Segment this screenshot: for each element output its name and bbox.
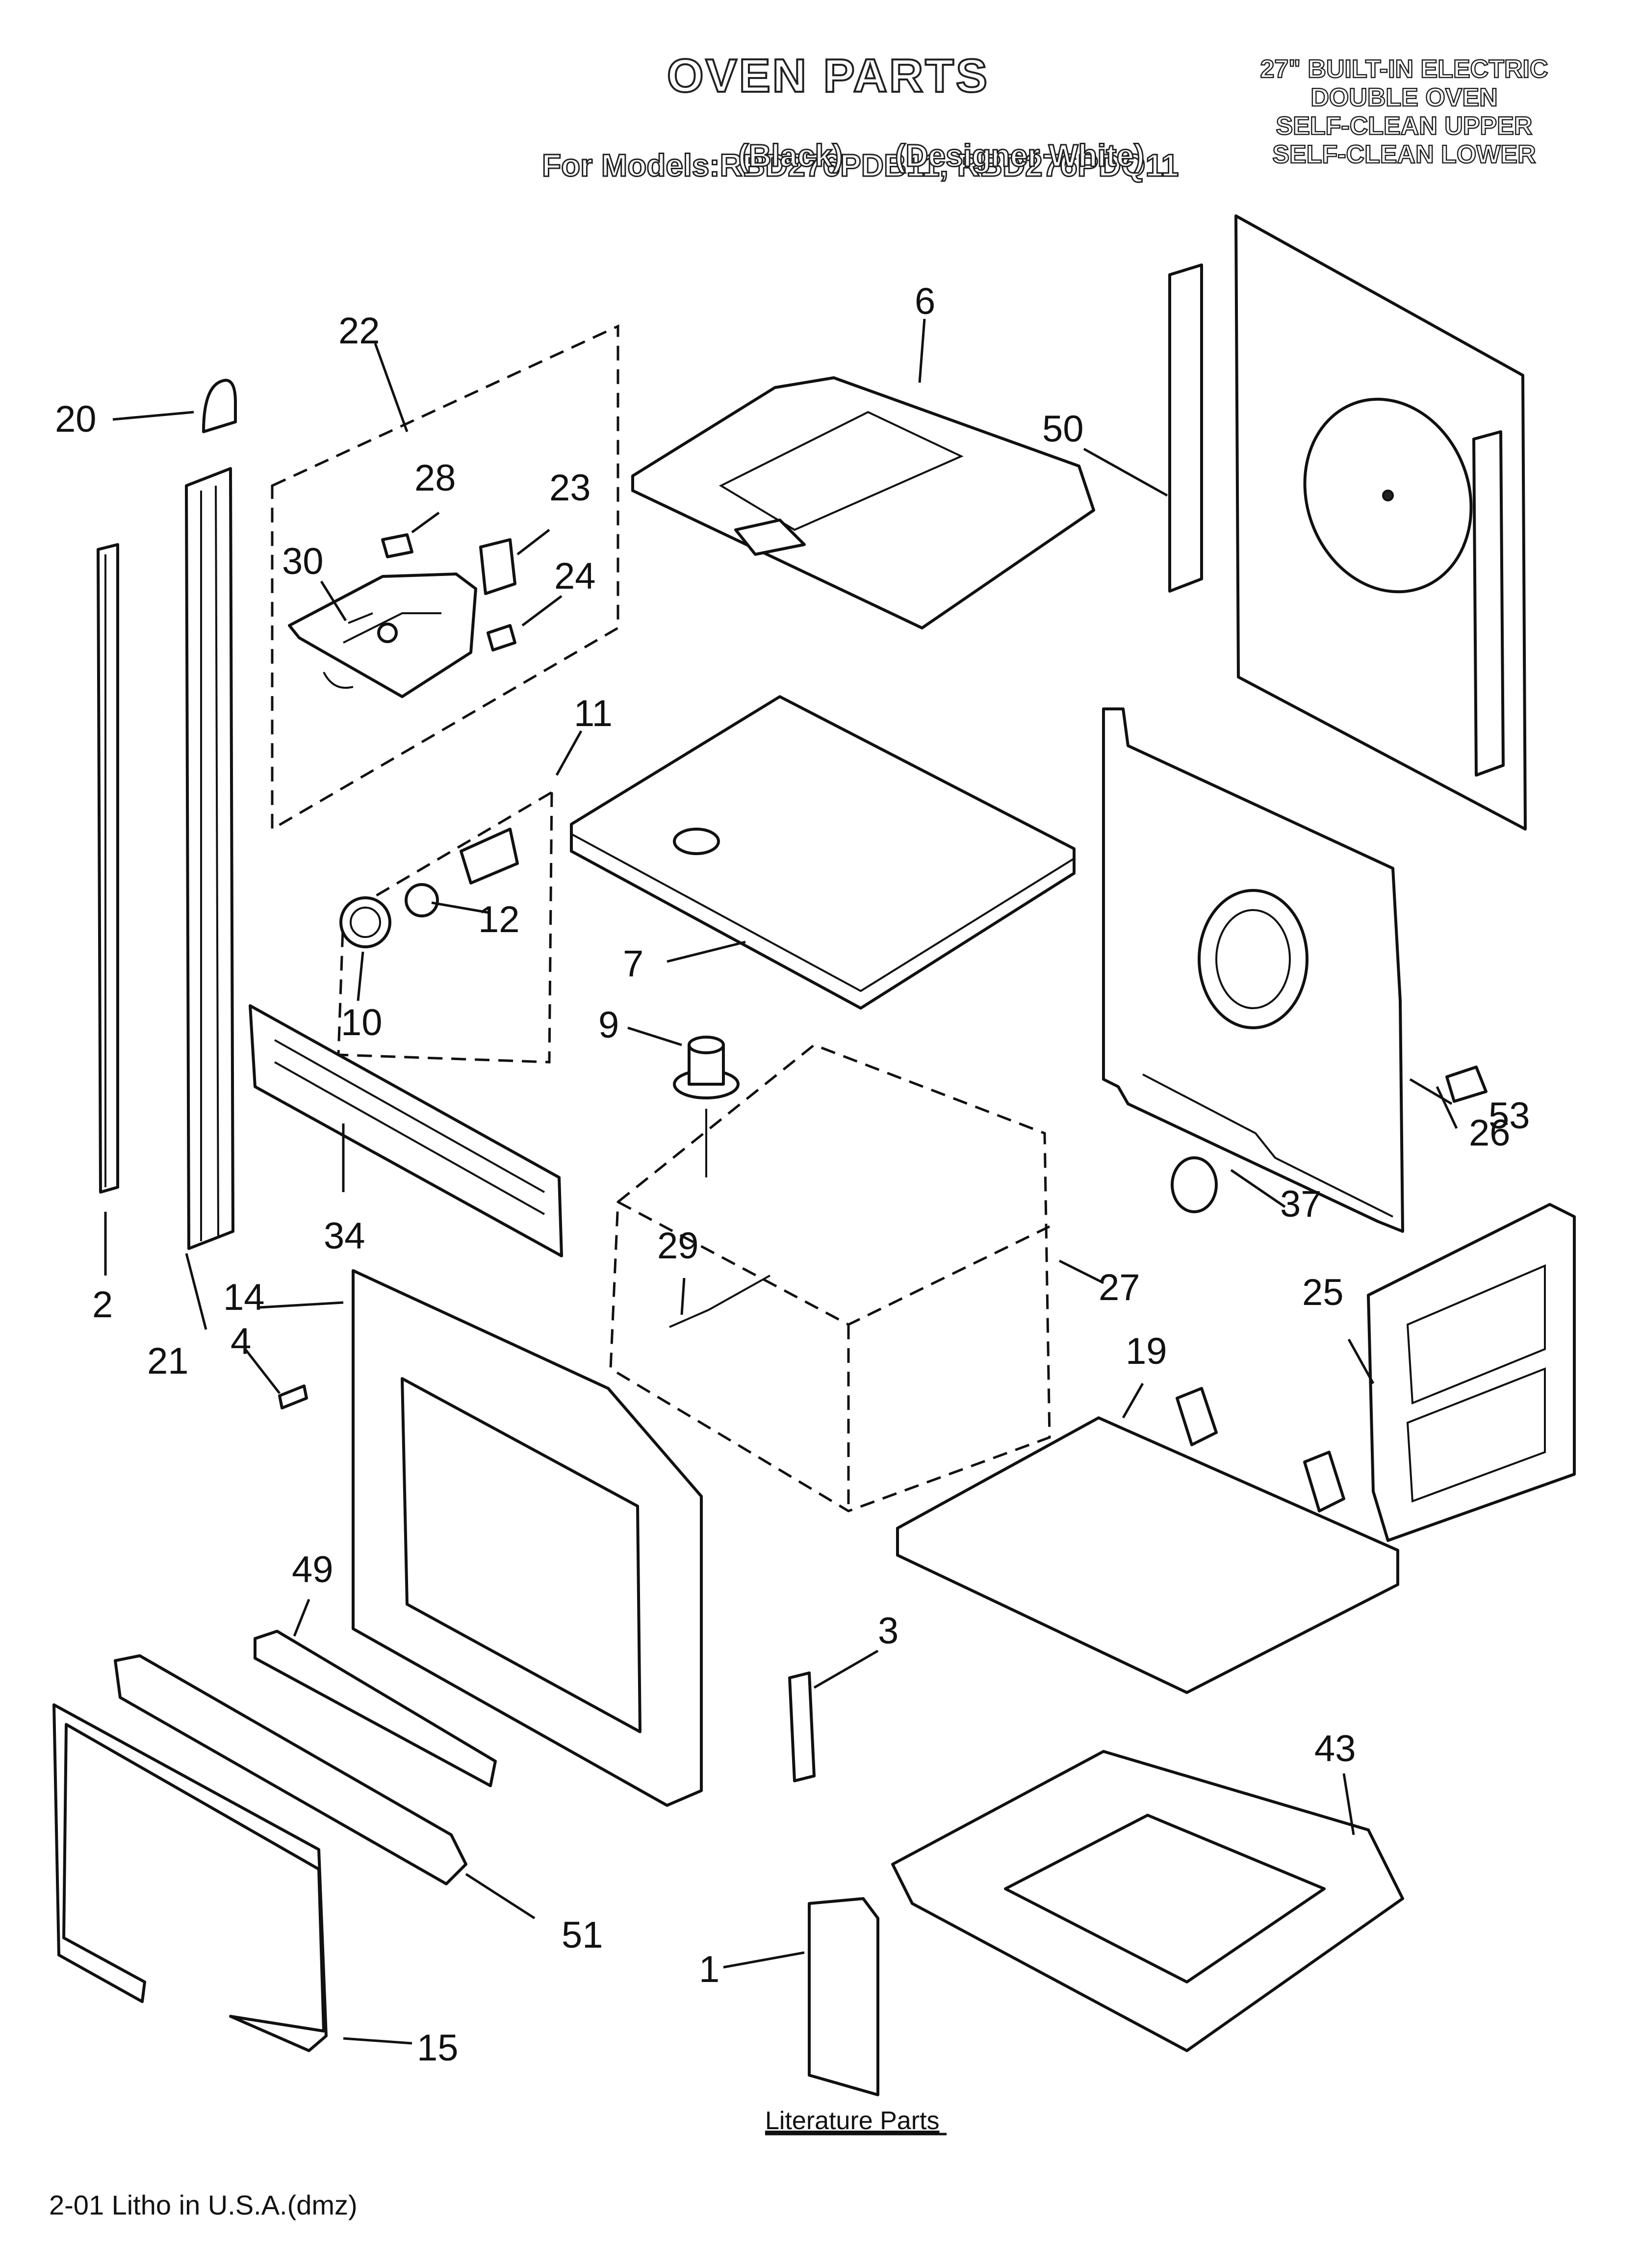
part-3-bracket[interactable] xyxy=(788,1671,816,1782)
part-9-vent[interactable] xyxy=(673,1036,740,1099)
part-27-oven-cavity[interactable] xyxy=(609,1043,1051,1512)
part-6-top-shield[interactable] xyxy=(631,376,1095,629)
part-14-front-frame[interactable] xyxy=(352,1269,703,1807)
callout-1: 1 xyxy=(699,1949,719,1990)
light-socket[interactable] xyxy=(460,828,519,885)
part-34-vent-grille[interactable] xyxy=(249,1004,563,1257)
callout-34: 34 xyxy=(324,1215,365,1257)
callout-51: 51 xyxy=(562,1914,603,1956)
callout-20: 20 xyxy=(55,398,97,440)
callout-labels: 20 22 28 23 24 30 6 50 11 12 10 7 9 53 2… xyxy=(55,281,1530,2136)
callout-23: 23 xyxy=(549,467,591,509)
callout-9: 9 xyxy=(598,1004,619,1046)
product-line-3: SELF-CLEAN UPPER xyxy=(1275,111,1533,141)
variant-black: (Black) xyxy=(737,137,843,174)
part-4-screw[interactable] xyxy=(278,1384,308,1409)
callout-19: 19 xyxy=(1126,1330,1167,1372)
part-1-literature[interactable] xyxy=(808,1897,879,2096)
product-line-1: 27" BUILT-IN ELECTRIC xyxy=(1259,54,1549,84)
callout-24: 24 xyxy=(554,555,596,597)
literature-parts-label: Literature Parts xyxy=(765,2107,940,2135)
part-51-lower-trim[interactable] xyxy=(114,1654,467,1885)
part-30-wire[interactable] xyxy=(348,612,373,624)
part-2-trim-strip[interactable] xyxy=(97,543,119,1194)
product-line-2: DOUBLE OVEN xyxy=(1310,83,1498,113)
page-title: OVEN PARTS xyxy=(666,49,989,103)
callout-28: 28 xyxy=(414,457,456,499)
part-29-probe[interactable] xyxy=(669,1275,770,1328)
callout-21: 21 xyxy=(147,1340,189,1382)
callout-2: 2 xyxy=(92,1284,113,1326)
part-26-side-panel[interactable] xyxy=(1102,707,1404,1233)
part-37-sensor[interactable] xyxy=(1171,1156,1218,1213)
callout-27: 27 xyxy=(1099,1267,1140,1308)
callout-7: 7 xyxy=(623,943,643,985)
callout-4: 4 xyxy=(231,1321,251,1362)
part-19-bottom-shield[interactable] xyxy=(896,1387,1399,1694)
footer-print-info: 2-01 Litho in U.S.A.(dmz) xyxy=(49,2190,358,2220)
part-7-liner-top[interactable] xyxy=(570,695,1076,1010)
callout-15: 15 xyxy=(417,2027,459,2069)
part-53-clip[interactable] xyxy=(1445,1066,1488,1103)
part-12-bulb[interactable] xyxy=(405,883,439,917)
callout-30: 30 xyxy=(282,541,324,582)
part-24-connector[interactable] xyxy=(487,624,516,652)
part-10-light-lens[interactable] xyxy=(339,896,391,948)
part-50-rear-panel[interactable] xyxy=(1168,214,1527,831)
callout-6: 6 xyxy=(915,281,935,322)
part-43-bottom-pan[interactable] xyxy=(891,1750,1404,2052)
part-28-fuse[interactable] xyxy=(381,533,413,558)
callout-26: 26 xyxy=(1469,1112,1511,1154)
variant-white: (Designer White) xyxy=(894,137,1145,174)
part-21-side-rail[interactable] xyxy=(185,467,234,1250)
part-49-strip[interactable] xyxy=(254,1630,497,1787)
callout-37: 37 xyxy=(1280,1183,1322,1225)
part-15-gasket[interactable] xyxy=(52,1703,328,2052)
callout-29: 29 xyxy=(657,1225,699,1267)
callout-25: 25 xyxy=(1302,1272,1344,1313)
models-line: For Models:RBD276PDB11, RBD276PDQ11 xyxy=(541,147,1179,184)
callout-43: 43 xyxy=(1314,1728,1356,1770)
callout-10: 10 xyxy=(341,1002,383,1043)
callout-50: 50 xyxy=(1042,408,1084,450)
leader-lines xyxy=(104,318,1458,2045)
callout-22: 22 xyxy=(338,310,380,352)
part-20-cap[interactable] xyxy=(202,379,237,433)
callout-12: 12 xyxy=(478,899,520,940)
callout-11: 11 xyxy=(574,693,613,734)
part-25-right-panel[interactable] xyxy=(1367,1203,1576,1542)
product-line-4: SELF-CLEAN LOWER xyxy=(1272,140,1537,170)
callout-49: 49 xyxy=(292,1549,334,1590)
callout-53: 53 xyxy=(1488,1095,1530,1137)
product-description: 27" BUILT-IN ELECTRIC DOUBLE OVEN SELF-C… xyxy=(1232,54,1576,170)
part-23-switch[interactable] xyxy=(479,538,516,595)
callout-3: 3 xyxy=(878,1610,898,1652)
callout-14: 14 xyxy=(223,1277,265,1318)
